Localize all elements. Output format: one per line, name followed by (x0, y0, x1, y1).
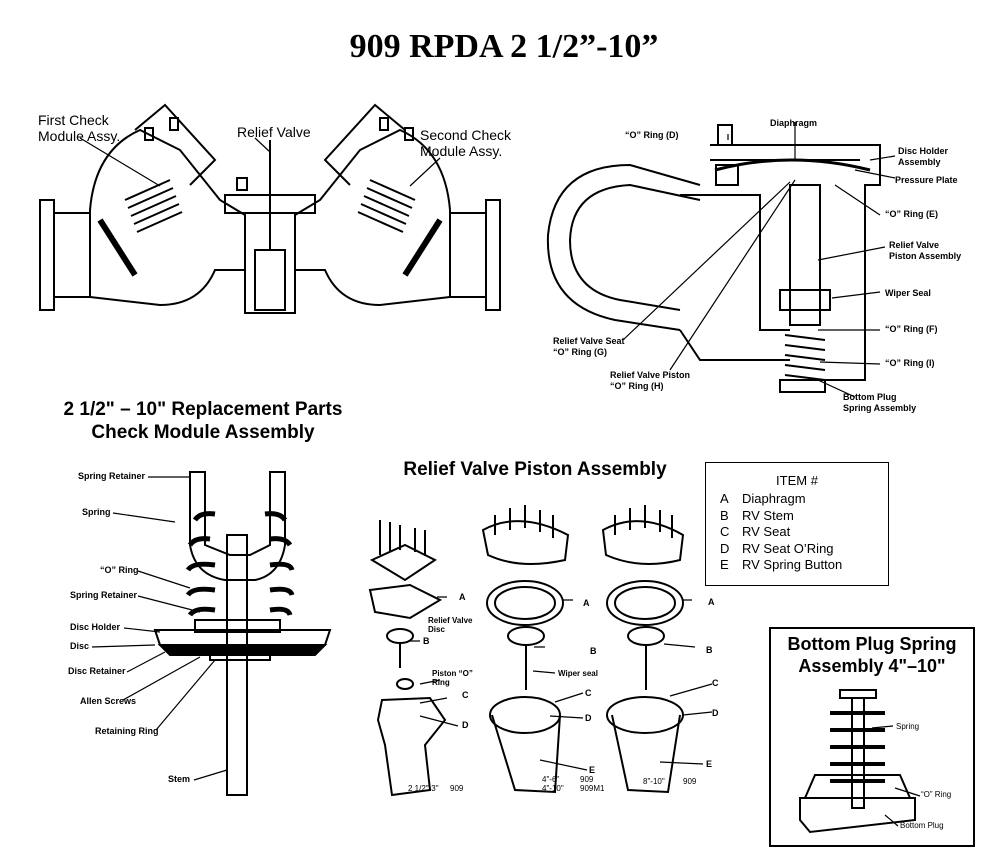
o-ring-label: “O” Ring (100, 565, 139, 575)
o-ring-i-label: “O” Ring (I) (885, 358, 935, 368)
letter-c-col1: C (462, 690, 469, 700)
letter-c-col2: C (585, 688, 592, 698)
caption-model-col3: 909 (683, 777, 697, 786)
caption-model-col2: 909 909M1 (580, 775, 605, 793)
retaining-ring-label: Retaining Ring (95, 726, 159, 736)
item-row: C RV Seat (720, 524, 888, 541)
diaphragm-label: Diaphragm (770, 118, 818, 128)
check-module-drawing (153, 471, 332, 796)
item-value: RV Seat O’Ring (742, 540, 834, 556)
item-row: B RV Stem (720, 508, 888, 525)
allen-screws-label: Allen Screws (80, 696, 137, 706)
relief-valve-piston-o-ring-label: Relief Valve Piston “O” Ring (H) (610, 370, 691, 391)
relief-valve-piston-assembly-label: Relief Valve Piston Assembly (889, 240, 962, 261)
second-check-label: Second Check Module Assy. (420, 127, 512, 159)
letter-e-col3: E (706, 759, 713, 769)
letter-e-col2: E (589, 765, 596, 775)
letter-a-col2: A (583, 598, 590, 608)
item-key: A (720, 491, 729, 506)
letter-b-col1: B (423, 636, 430, 646)
piston-assembly-heading: Relief Valve Piston Assembly (403, 459, 667, 480)
bottom-plug-spring-label: Bottom Plug Spring Assembly (843, 392, 917, 413)
relief-valve-label: Relief Valve (237, 124, 311, 140)
spring-retainer-top-label: Spring Retainer (78, 471, 146, 481)
letter-b-col2: B (590, 646, 597, 656)
disc-holder-label: Disc Holder (70, 622, 121, 632)
stem-label: Stem (168, 774, 191, 784)
o-ring-e-label: “O” Ring (E) (885, 209, 938, 219)
letter-d-col2: D (585, 713, 592, 723)
item-value: RV Spring Button (742, 557, 843, 572)
spring-retainer-label: Spring Retainer (70, 590, 138, 600)
bottom-plug-spring-label: Spring (896, 722, 920, 731)
item-key: E (720, 557, 729, 572)
item-row: D RV Seat O’Ring (720, 541, 888, 558)
disc-retainer-label: Disc Retainer (68, 666, 126, 676)
item-key: C (720, 524, 730, 539)
first-check-label: First Check Module Assy. (38, 112, 121, 144)
caption-size-col3: 8"-10" (643, 777, 665, 786)
item-row: A Diaphragm (720, 491, 888, 508)
piston-o-ring-label: Piston “O” Ring (432, 669, 473, 687)
letter-b-col3: B (706, 645, 713, 655)
letter-d-col1: D (462, 720, 469, 730)
letter-a-col3: A (708, 597, 715, 607)
page-title: 909 RPDA 2 1/2”-10” (349, 28, 659, 65)
spring-label: Spring (82, 507, 111, 517)
o-ring-d-label: “O” Ring (D) (625, 130, 679, 140)
relief-valve-disc-label: Relief Valve Disc (428, 616, 473, 634)
relief-detail-drawing (546, 124, 881, 393)
letter-d-col3: D (712, 708, 719, 718)
item-key: B (720, 507, 729, 523)
wiper-seal-label: Wiper Seal (885, 288, 931, 298)
letter-c-col3: C (712, 678, 719, 688)
item-row: E RV Spring Button (720, 557, 888, 574)
relief-valve-seat-label: Relief Valve Seat “O” Ring (G) (553, 336, 625, 357)
item-legend-title: ITEM # (776, 473, 818, 488)
item-value: RV Seat (742, 524, 791, 539)
caption-model-col1: 909 (450, 784, 464, 793)
item-value: Diaphragm (742, 491, 806, 506)
bottom-plug-label: Bottom Plug (900, 821, 944, 830)
wiper-seal-small-label: Wiper seal (558, 669, 598, 678)
bottom-plug-panel (769, 627, 975, 847)
item-key: D (720, 540, 730, 556)
item-legend: ITEM # A Diaphragm B RV Stem C RV Seat D RV … (705, 462, 889, 586)
bottom-plug-drawing (799, 689, 916, 834)
replacement-parts-heading: 2 1/2" – 10" Replacement Parts Check Mod… (63, 399, 343, 443)
pressure-plate-label: Pressure Plate (895, 175, 958, 185)
o-ring-f-label: “O” Ring (F) (885, 324, 938, 334)
caption-size-col2: 4"-6" 4"-10" (542, 775, 564, 793)
caption-size-col1: 2 1/2"-3" (408, 784, 439, 793)
disc-holder-assembly-label: Disc Holder Assembly (898, 146, 949, 167)
bottom-plug-o-ring-label: “O” Ring (921, 790, 952, 799)
piston-assembly-drawing (368, 505, 685, 797)
item-value: RV Stem (742, 507, 794, 523)
letter-a-col1: A (459, 592, 466, 602)
valve-body-drawing (39, 103, 501, 314)
disc-label: Disc (70, 641, 90, 651)
bottom-plug-heading: Bottom Plug Spring Assembly 4"–10" (787, 634, 957, 676)
